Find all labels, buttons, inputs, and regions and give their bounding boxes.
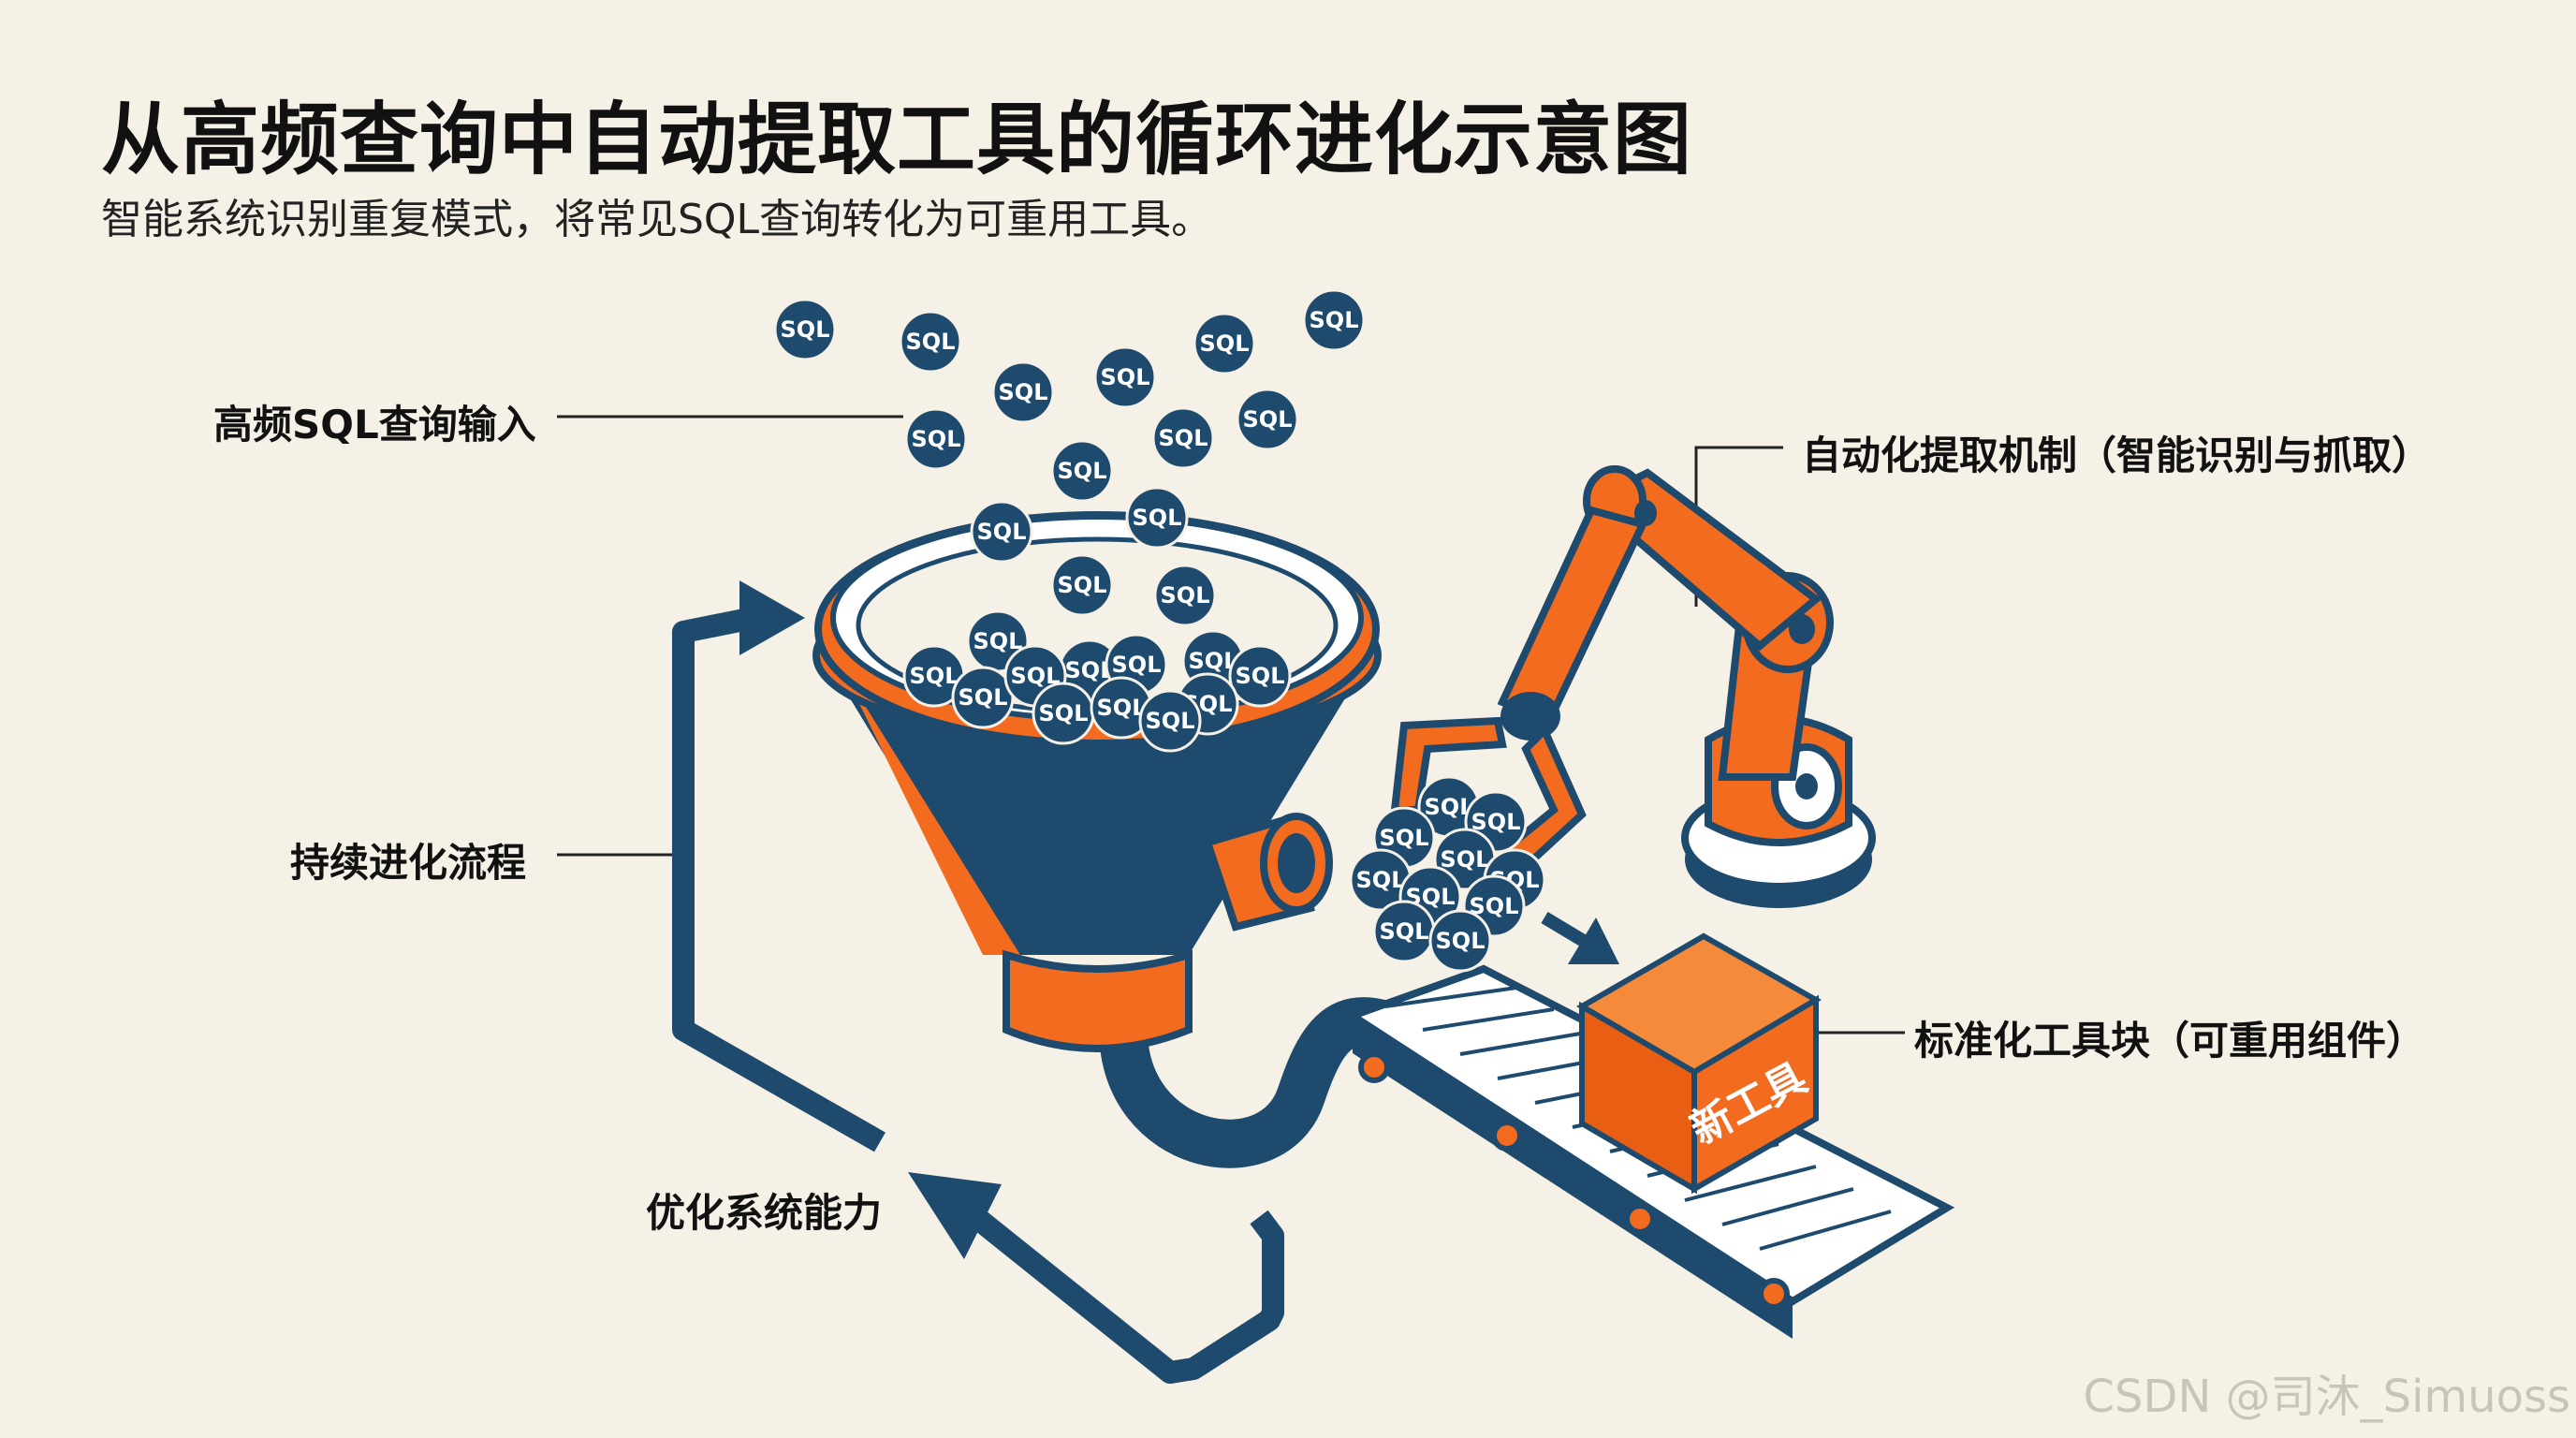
sql-ball-label: SQL — [1146, 708, 1195, 734]
sql-ball-label: SQL — [1310, 307, 1359, 333]
page-title: 从高频查询中自动提取工具的循环进化示意图 — [101, 94, 1693, 185]
sql-ball-label: SQL — [1441, 846, 1490, 873]
funnel-side-outlet — [1202, 813, 1333, 932]
new-tool-cube: 新工具 — [1576, 932, 1822, 1195]
sql-ball-label: SQL — [1058, 572, 1107, 598]
gripper-to-cube-arrow — [1541, 911, 1619, 964]
label-evolution: 持续进化流程 — [290, 840, 527, 886]
sql-ball-label: SQL — [973, 628, 1023, 654]
watermark: CSDN @司沐_Simuoss — [2083, 1371, 2570, 1423]
sql-ball-label: SQL — [1356, 867, 1406, 893]
sql-ball-label: SQL — [977, 519, 1027, 545]
sql-ball-11 — [970, 500, 1033, 564]
sql-ball-label: SQL — [959, 684, 1008, 711]
sql-ball-label: SQL — [906, 329, 956, 355]
sql-ball-label: SQL — [1380, 918, 1429, 945]
sql-ball-3 — [1193, 312, 1256, 375]
sql-ball-label: SQL — [1236, 663, 1285, 689]
sql-ball-label: SQL — [1159, 425, 1208, 451]
roller-4 — [1758, 1278, 1790, 1310]
label-extraction: 自动化提取机制（智能识别与抓取） — [1802, 433, 2432, 478]
sql-ball-label: SQL — [1243, 406, 1293, 433]
sql-ball-label: SQL — [781, 316, 830, 343]
sql-ball-26 — [1138, 689, 1202, 753]
sql-ball-label: SQL — [1436, 928, 1486, 954]
sql-ball-2 — [899, 310, 962, 374]
cycle-arrowhead-left — [908, 1172, 1002, 1259]
cycle-arrowhead-top — [739, 580, 805, 655]
sql-ball-label: SQL — [1039, 700, 1089, 726]
sql-ball-8 — [904, 407, 968, 471]
sql-ball-label: SQL — [1161, 582, 1210, 609]
sql-ball-1 — [773, 298, 837, 361]
sql-ball-4 — [1302, 288, 1366, 352]
sql-ball-label: SQL — [912, 426, 961, 452]
robot-arm — [1390, 465, 1876, 908]
sql-ball-label: SQL — [1097, 695, 1147, 721]
sql-ball-label: SQL — [1200, 330, 1250, 357]
sql-ball-label: SQL — [1058, 458, 1107, 484]
outlet-pipe — [1099, 997, 1410, 1168]
sql-ball-label: SQL — [999, 379, 1048, 405]
sql-ball-9 — [1151, 406, 1215, 470]
sql-ball-10 — [1050, 439, 1114, 503]
sql-ball-20 — [1228, 644, 1292, 708]
sql-ball-12 — [1125, 486, 1189, 550]
sql-ball-7 — [1236, 388, 1299, 451]
sql-ball-6 — [1093, 345, 1157, 409]
cycle-arrow — [672, 580, 1284, 1384]
sql-ball-label: SQL — [1380, 825, 1429, 851]
label-optimize: 优化系统能力 — [646, 1190, 883, 1236]
sql-ball-label: SQL — [1471, 809, 1521, 835]
sql-ball-label: SQL — [910, 663, 959, 689]
label-sql-input: 高频SQL查询输入 — [213, 402, 536, 448]
sql-ball-label: SQL — [1133, 505, 1182, 531]
sql-ball-13 — [1050, 553, 1114, 617]
roller-2 — [1491, 1120, 1523, 1152]
sql-ball-label: SQL — [1112, 652, 1162, 678]
sql-ball-14 — [1153, 564, 1217, 627]
sql-ball-36 — [1428, 909, 1492, 973]
sql-ball-label: SQL — [1101, 364, 1150, 390]
roller-1 — [1358, 1051, 1390, 1083]
label-tool-block: 标准化工具块（可重用组件） — [1914, 1018, 2426, 1064]
page-subtitle: 智能系统识别重复模式，将常见SQL查询转化为可重用工具。 — [101, 196, 1213, 243]
sql-ball-5 — [991, 360, 1055, 424]
roller-3 — [1624, 1203, 1656, 1235]
